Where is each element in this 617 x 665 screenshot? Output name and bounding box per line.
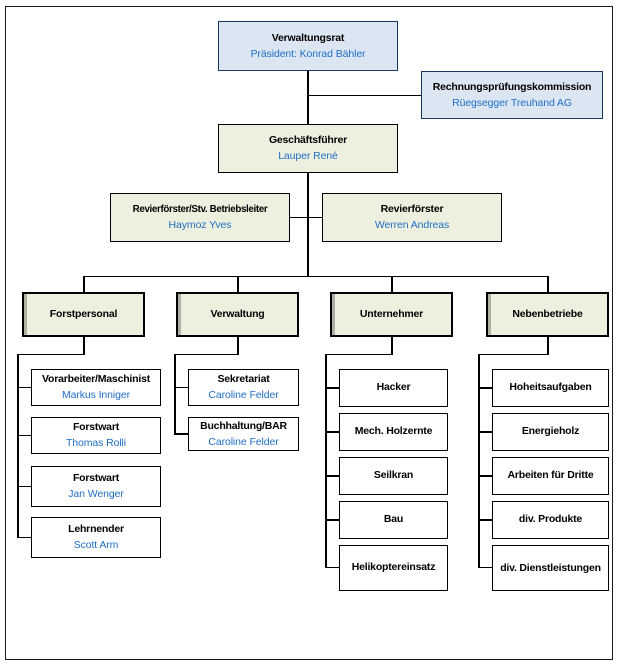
connector-line	[478, 387, 492, 389]
node-subtitle: Lauper René	[278, 150, 338, 163]
node-title: Rechnungsprüfungskommission	[432, 80, 592, 93]
node-title: Seilkran	[373, 469, 414, 482]
node-subtitle: Jan Wenger	[68, 488, 124, 501]
node-title: Vorarbeiter/Maschinist	[41, 373, 151, 386]
connector-line	[547, 276, 549, 292]
node-title: div. Produkte	[518, 513, 583, 526]
node-verwaltung: Verwaltung	[176, 292, 299, 337]
node-title: Revierförster/Stv. Betriebsleiter	[132, 203, 268, 215]
node-subtitle: Markus Inniger	[61, 389, 131, 402]
node-title: div. Dienstleistungen	[500, 561, 601, 574]
node-title: Hoheitsaufgaben	[509, 381, 592, 394]
node-vorarbeiter-maschinist: Vorarbeiter/Maschinist Markus Inniger	[31, 369, 161, 406]
node-verwaltungsrat: Verwaltungsrat Präsident: Konrad Bähler	[218, 21, 398, 71]
node-forstwart-1: Forstwart Thomas Rolli	[31, 417, 161, 454]
node-title: Unternehmer	[359, 307, 424, 320]
connector-line	[17, 434, 31, 436]
connector-line	[17, 386, 31, 388]
connector-line	[478, 566, 492, 568]
node-title: Geschäftsführer	[268, 134, 348, 147]
node-title: Hacker	[376, 381, 411, 394]
node-title: Verwaltung	[210, 307, 265, 320]
node-div-dienstleistungen: div. Dienstleistungen	[492, 545, 609, 591]
node-subtitle: Caroline Felder	[208, 389, 279, 402]
connector-line	[174, 386, 188, 388]
node-forstwart-2: Forstwart Jan Wenger	[31, 466, 161, 507]
connector-line	[478, 353, 480, 568]
connector-line	[237, 337, 239, 355]
connector-line	[325, 475, 339, 477]
node-geschaeftsfuehrer: Geschäftsführer Lauper René	[218, 124, 398, 173]
connector-line	[325, 431, 339, 433]
connector-line	[17, 353, 85, 355]
connector-line	[478, 431, 492, 433]
connector-line	[325, 519, 339, 521]
connector-line	[307, 173, 309, 277]
connector-line	[325, 566, 339, 568]
node-title: Forstwart	[72, 421, 120, 434]
node-unternehmer: Unternehmer	[330, 292, 453, 337]
connector-line	[325, 353, 393, 355]
connector-line	[174, 353, 239, 355]
node-energieholz: Energieholz	[492, 413, 609, 451]
connector-line	[391, 276, 393, 292]
connector-line	[307, 94, 421, 96]
node-forstpersonal: Forstpersonal	[22, 292, 145, 337]
node-nebenbetriebe: Nebenbetriebe	[486, 292, 609, 337]
connector-line	[237, 276, 239, 292]
connector-line	[478, 353, 549, 355]
node-title: Verwaltungsrat	[271, 31, 345, 44]
node-title: Mech. Holzernte	[354, 425, 433, 438]
connector-line	[290, 216, 322, 218]
node-subtitle: Rüegsegger Treuhand AG	[452, 96, 572, 109]
node-subtitle: Werren Andreas	[374, 219, 450, 232]
connector-line	[174, 353, 176, 435]
connector-line	[325, 353, 327, 568]
connector-line	[391, 337, 393, 355]
node-bau: Bau	[339, 501, 448, 539]
connector-line	[17, 353, 19, 538]
node-title: Arbeiten für Dritte	[507, 469, 594, 482]
node-rechnungspruefungskommission: Rechnungsprüfungskommission Rüegsegger T…	[421, 71, 603, 119]
node-title: Nebenbetriebe	[512, 307, 583, 320]
node-hacker: Hacker	[339, 369, 448, 407]
node-title: Forstpersonal	[49, 307, 118, 320]
connector-line	[83, 275, 549, 277]
connector-line	[17, 536, 31, 538]
node-title: Helikoptereinsatz	[351, 561, 436, 574]
node-revierfoerster-stv-betriebsleiter: Revierförster/Stv. Betriebsleiter Haymoz…	[110, 193, 290, 242]
node-mech-holzernte: Mech. Holzernte	[339, 413, 448, 451]
node-lehrnender: Lehrnender Scott Arm	[31, 517, 161, 558]
node-title: Energieholz	[521, 425, 580, 438]
node-seilkran: Seilkran	[339, 457, 448, 495]
node-subtitle: Präsident: Konrad Bähler	[250, 47, 366, 60]
node-buchhaltung-bar: Buchhaltung/BAR Caroline Felder	[188, 417, 299, 451]
connector-line	[17, 485, 31, 487]
node-title: Bau	[383, 513, 404, 526]
node-arbeiten-fuer-dritte: Arbeiten für Dritte	[492, 457, 609, 495]
node-revierfoerster: Revierförster Werren Andreas	[322, 193, 502, 242]
node-subtitle: Thomas Rolli	[65, 437, 127, 450]
connector-line	[547, 337, 549, 355]
connector-line	[478, 475, 492, 477]
connector-line	[325, 387, 339, 389]
node-title: Forstwart	[72, 472, 120, 485]
connector-line	[478, 519, 492, 521]
node-helikoptereinsatz: Helikoptereinsatz	[339, 545, 448, 591]
node-div-produkte: div. Produkte	[492, 501, 609, 539]
page-border	[5, 6, 613, 660]
node-title: Revierförster	[380, 203, 444, 216]
node-hoheitsaufgaben: Hoheitsaufgaben	[492, 369, 609, 407]
node-subtitle: Caroline Felder	[208, 435, 279, 448]
node-title: Lehrnender	[68, 523, 124, 536]
node-title: Sekretariat	[217, 373, 270, 386]
node-sekretariat: Sekretariat Caroline Felder	[188, 369, 299, 406]
connector-line	[307, 71, 309, 124]
node-title: Buchhaltung/BAR	[200, 419, 287, 432]
node-subtitle: Haymoz Yves	[168, 218, 232, 231]
node-subtitle: Scott Arm	[73, 539, 119, 552]
connector-line	[174, 433, 188, 435]
connector-line	[83, 276, 85, 292]
connector-line	[83, 337, 85, 355]
